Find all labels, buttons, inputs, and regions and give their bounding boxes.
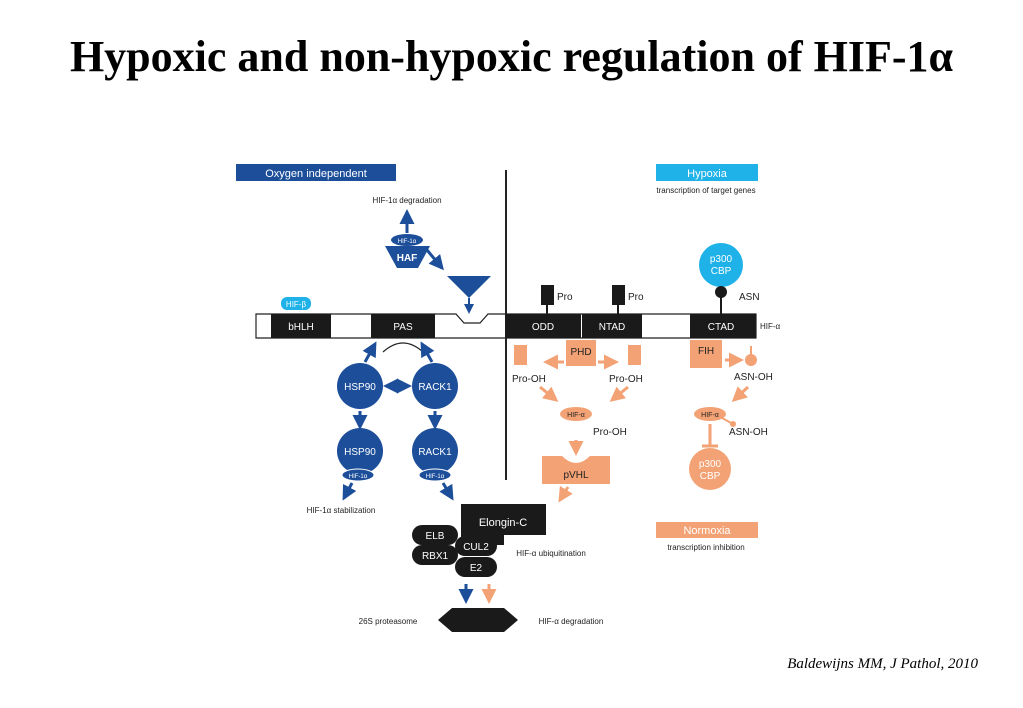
citation: Baldewijns MM, J Pathol, 2010 bbox=[787, 656, 978, 672]
hif-a-center-label: HIF-α bbox=[567, 412, 585, 419]
hif-a-right-knob bbox=[730, 421, 736, 427]
hypoxia-subtitle: transcription of target genes bbox=[656, 186, 755, 195]
haf-label: HAF bbox=[397, 253, 418, 264]
p300-cbp-bottom bbox=[689, 448, 731, 490]
domain-ntad bbox=[582, 314, 642, 338]
hsp90-hif1a-label: HIF-1α bbox=[349, 474, 368, 480]
domain-ntad-label: NTAD bbox=[599, 322, 625, 333]
rack1-bottom bbox=[412, 428, 458, 474]
domain-ctad-label: CTAD bbox=[708, 322, 734, 333]
hypoxia-banner bbox=[656, 164, 758, 181]
asn-oh-knob bbox=[745, 354, 757, 366]
domain-pas-label: PAS bbox=[393, 322, 413, 333]
cul2-label: CUL2 bbox=[463, 542, 489, 553]
hif-beta-label: HIF-β bbox=[286, 300, 307, 309]
hif-alpha-bar-label: HIF-α bbox=[760, 322, 781, 331]
p300-bottom-line2: CBP bbox=[700, 471, 721, 482]
domain-ctad bbox=[690, 314, 756, 338]
proteasome-shape bbox=[438, 608, 518, 632]
haf-shape bbox=[385, 246, 430, 268]
arrow-rack1-to-pas bbox=[420, 341, 435, 363]
asn-label: ASN bbox=[739, 292, 760, 303]
page-title: Hypoxic and non-hypoxic regulation of HI… bbox=[69, 32, 954, 81]
hsp90-top bbox=[337, 363, 383, 409]
rack1-top-label: RACK1 bbox=[418, 382, 452, 393]
haf-hif1a-oval bbox=[391, 234, 423, 246]
arrow-hsp90-to-pas bbox=[362, 341, 377, 363]
rack1-hif1a-pill bbox=[418, 468, 452, 482]
domain-odd-label: ODD bbox=[532, 322, 554, 333]
hif-a-right-label: HIF-α bbox=[701, 412, 719, 419]
pro-label-2: Pro bbox=[628, 292, 644, 303]
elb-label: ELB bbox=[426, 531, 445, 542]
domain-odd bbox=[505, 314, 581, 338]
cul2-pill bbox=[455, 536, 497, 556]
hsp90-bottom bbox=[337, 428, 383, 474]
haf-hif1a-label: HIF-1α bbox=[398, 239, 417, 245]
rbx1-pill bbox=[412, 545, 458, 565]
arrow-rack1-to-elongin bbox=[439, 482, 454, 501]
hif1a-degradation-top-label: HIF-1α degradation bbox=[372, 196, 441, 205]
pro-flag-1 bbox=[541, 285, 554, 305]
asn-oh-top: ASN-OH bbox=[734, 372, 773, 383]
ubiquitination-label: HIF-α ubiquitination bbox=[516, 549, 586, 558]
rack1-hif1a-label: HIF-1α bbox=[426, 474, 445, 480]
asn-knob bbox=[715, 286, 727, 298]
pro-hydroxylation-left bbox=[514, 345, 527, 365]
hsp90-bottom-label: HSP90 bbox=[344, 447, 376, 458]
pro-oh-left: Pro-OH bbox=[512, 374, 546, 385]
hif-a-right-pill bbox=[694, 407, 726, 421]
rack1-top bbox=[412, 363, 458, 409]
pro-flag-2 bbox=[612, 285, 625, 305]
pvhl-shape bbox=[542, 456, 610, 484]
rbx1-label: RBX1 bbox=[422, 551, 449, 562]
normoxia-label: Normoxia bbox=[683, 525, 731, 537]
oxygen-independent-banner bbox=[236, 164, 396, 181]
arrow-asn-oh-down bbox=[731, 385, 750, 403]
domain-pas bbox=[371, 314, 435, 338]
haf-arrow bbox=[425, 249, 444, 271]
domain-bhlh-label: bHLH bbox=[288, 322, 314, 333]
e2-pill bbox=[455, 557, 497, 577]
pas-dock-arc bbox=[382, 342, 424, 353]
hif1a-stabilization-label: HIF-1α stabilization bbox=[307, 506, 376, 515]
funnel-triangle bbox=[447, 276, 491, 298]
rack1-bottom-label: RACK1 bbox=[418, 447, 452, 458]
pro-oh-center: Pro-OH bbox=[593, 427, 627, 438]
phd-label: PHD bbox=[570, 347, 591, 358]
hsp90-hif1a-pill bbox=[341, 468, 375, 482]
elongin-c-shape bbox=[461, 504, 546, 545]
domain-bhlh bbox=[271, 314, 331, 338]
hif-a-degradation-label: HIF-α degradation bbox=[539, 617, 604, 626]
pro-label-1: Pro bbox=[557, 292, 573, 303]
p300-cbp-top bbox=[699, 243, 743, 287]
e2-label: E2 bbox=[470, 563, 483, 574]
arrow-to-stabilization bbox=[342, 482, 357, 501]
hsp90-top-label: HSP90 bbox=[344, 382, 376, 393]
pro-hydroxylation-right bbox=[628, 345, 641, 365]
oxygen-independent-label: Oxygen independent bbox=[265, 168, 367, 180]
asn-oh-bottom: ASN-OH bbox=[729, 427, 768, 438]
hif-a-center-pill bbox=[560, 407, 592, 421]
p300-bottom-line1: p300 bbox=[699, 459, 722, 470]
proteasome-label: 26S proteasome bbox=[359, 617, 418, 626]
hif-beta-pill bbox=[281, 297, 311, 310]
arrow-left-to-hif bbox=[539, 385, 559, 402]
fih-enzyme bbox=[690, 340, 722, 368]
p300-top-line2: CBP bbox=[711, 266, 732, 277]
pro-oh-right: Pro-OH bbox=[609, 374, 643, 385]
p300-top-line1: p300 bbox=[710, 254, 733, 265]
arrow-pvhl-to-elongin bbox=[558, 485, 573, 503]
normoxia-banner bbox=[656, 522, 758, 538]
normoxia-subtitle: transcription inhibition bbox=[667, 543, 744, 552]
pvhl-label: pVHL bbox=[563, 470, 588, 481]
hypoxia-label: Hypoxia bbox=[687, 168, 728, 180]
phd-enzyme bbox=[566, 340, 596, 366]
elb-pill bbox=[412, 525, 458, 545]
fih-label: FIH bbox=[698, 346, 714, 357]
elongin-c-label: Elongin-C bbox=[479, 517, 527, 529]
arrow-right-to-hif bbox=[609, 385, 629, 402]
